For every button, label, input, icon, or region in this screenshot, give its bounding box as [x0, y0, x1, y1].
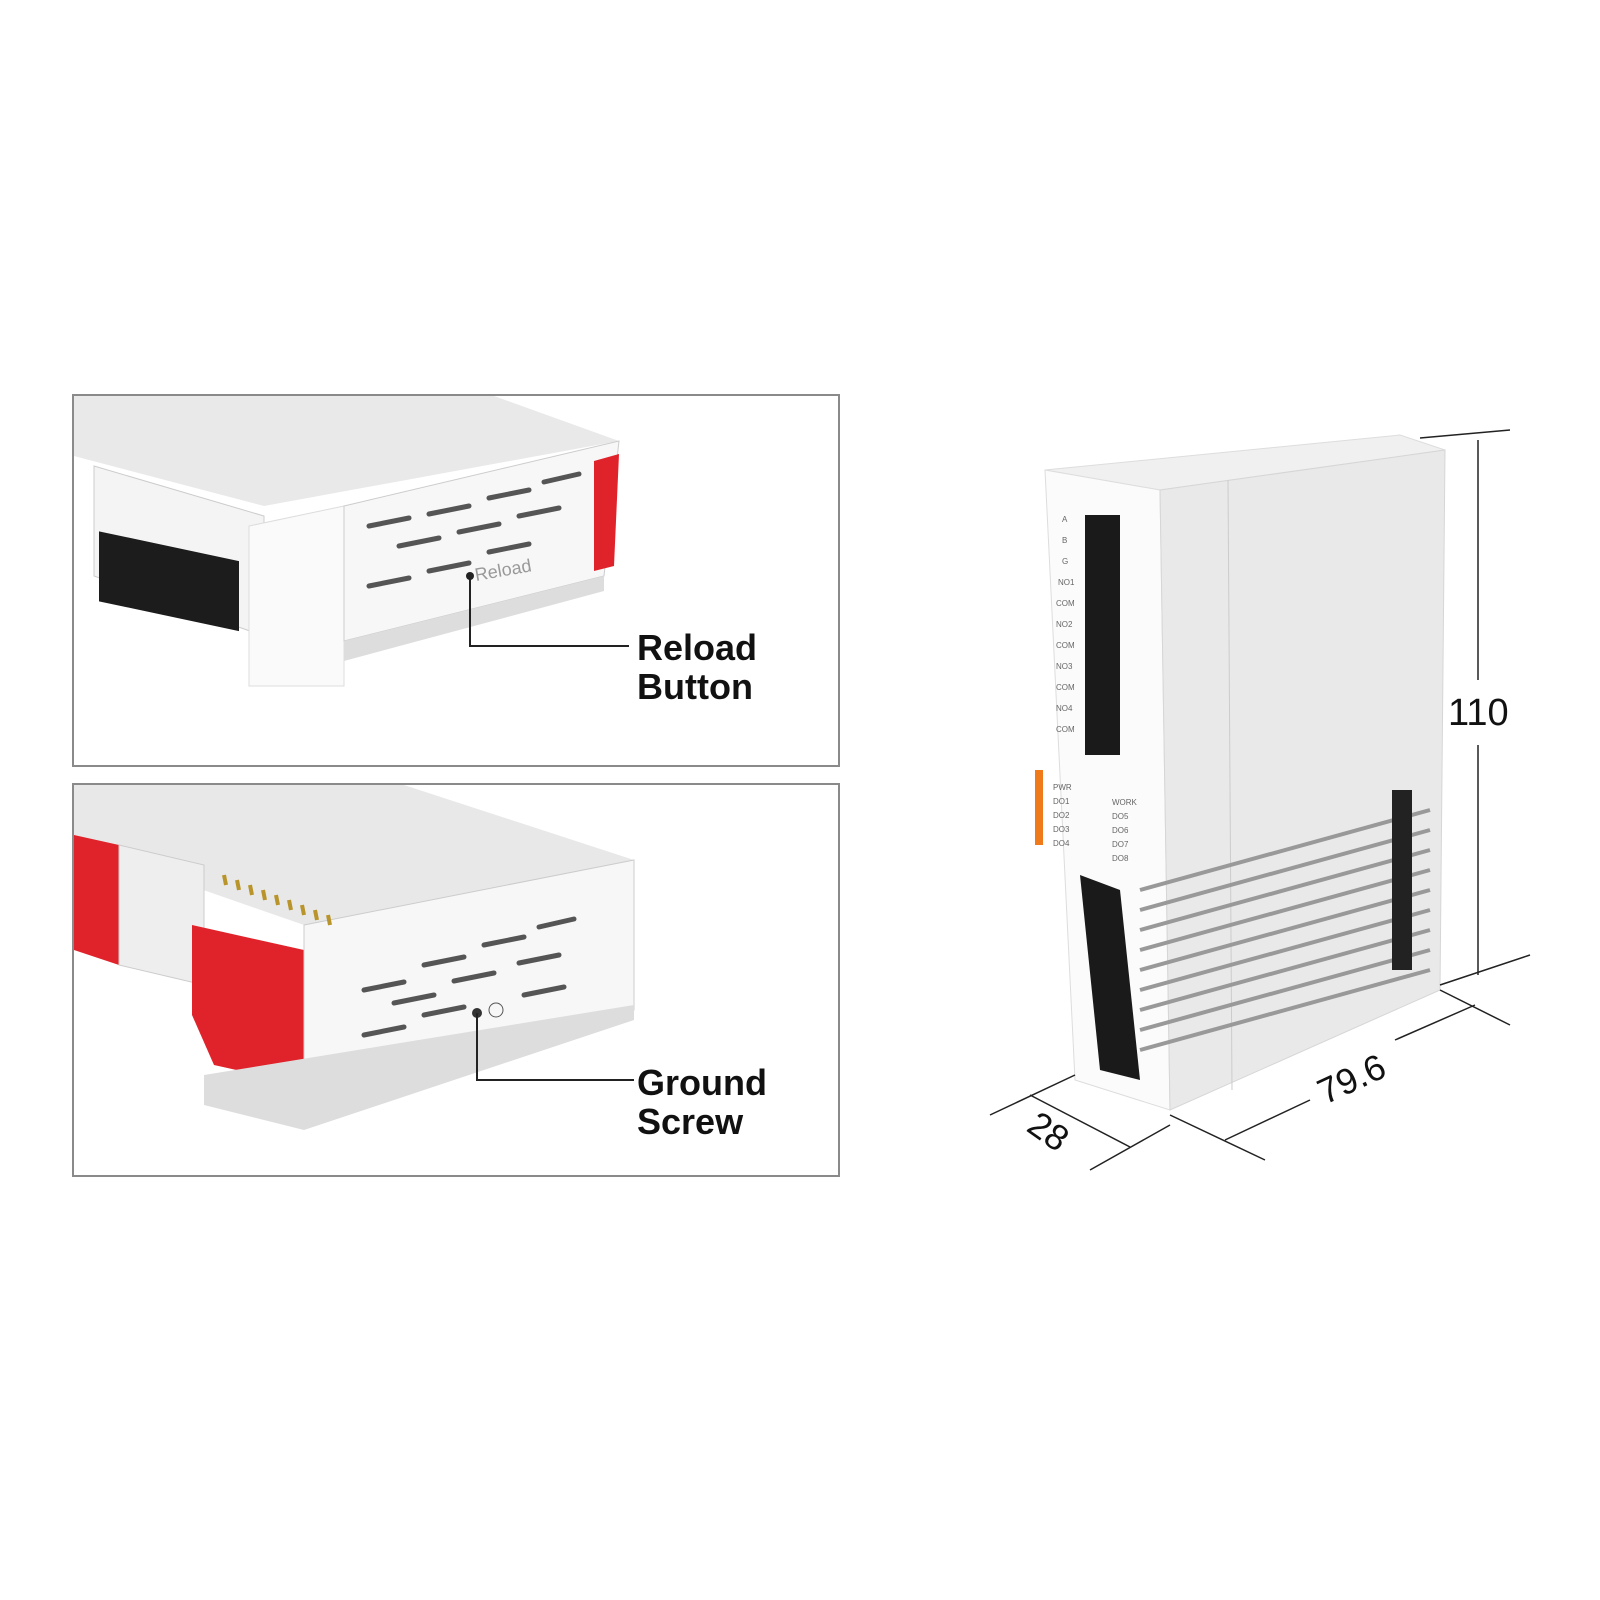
label: NO2	[1056, 620, 1073, 629]
label: DO7	[1112, 840, 1129, 849]
callout-line: Reload	[637, 627, 758, 668]
label: DO4	[1053, 839, 1070, 848]
label: DO1	[1053, 797, 1070, 806]
width-dimension: 28	[1020, 1103, 1076, 1160]
label: COM	[1056, 683, 1075, 692]
module-front-illustration: Reload	[74, 396, 629, 687]
led-labels-left: PWR DO1 DO2 DO3 DO4	[1053, 783, 1072, 848]
label: PWR	[1053, 783, 1072, 792]
callout-leader-line	[476, 1013, 634, 1081]
callout-line: Button	[637, 666, 753, 707]
ground-screw-callout: Ground Screw	[637, 1063, 767, 1141]
top-terminal-labels: A B G NO1 COM NO2 COM NO3 COM NO4 COM	[1056, 515, 1075, 734]
label: NO4	[1056, 704, 1073, 713]
label: NO1	[1058, 578, 1075, 587]
reload-button-detail-panel: Reload	[72, 394, 840, 767]
label: DO3	[1053, 825, 1070, 834]
callout-line: Ground	[637, 1062, 767, 1103]
bus-connector	[1392, 790, 1412, 970]
ground-symbol-icon	[488, 1002, 504, 1018]
status-indicator-strip	[1035, 770, 1043, 845]
callout-leader-line	[469, 576, 629, 647]
label: WORK	[1112, 798, 1138, 807]
label: COM	[1056, 641, 1075, 650]
label: DO5	[1112, 812, 1129, 821]
led-labels-right: WORK DO5 DO6 DO7 DO8	[1112, 798, 1138, 863]
height-dimension: 110	[1448, 692, 1509, 734]
label: DO6	[1112, 826, 1129, 835]
reload-button-callout: Reload Button	[637, 628, 757, 706]
label: DO8	[1112, 854, 1129, 863]
depth-dimension: 79.6	[1311, 1045, 1392, 1112]
label: DO2	[1053, 811, 1070, 820]
label: COM	[1056, 725, 1075, 734]
label: G	[1062, 557, 1068, 566]
label: COM	[1056, 599, 1075, 608]
top-terminal-block	[1085, 515, 1120, 755]
module-side-illustration	[74, 785, 635, 1130]
bottom-terminal-block	[1080, 875, 1140, 1080]
red-latch	[594, 454, 619, 571]
label: A	[1062, 515, 1068, 524]
label: B	[1062, 536, 1067, 545]
callout-line: Screw	[637, 1101, 744, 1142]
ground-screw-detail-panel	[72, 783, 840, 1177]
label: NO3	[1056, 662, 1073, 671]
